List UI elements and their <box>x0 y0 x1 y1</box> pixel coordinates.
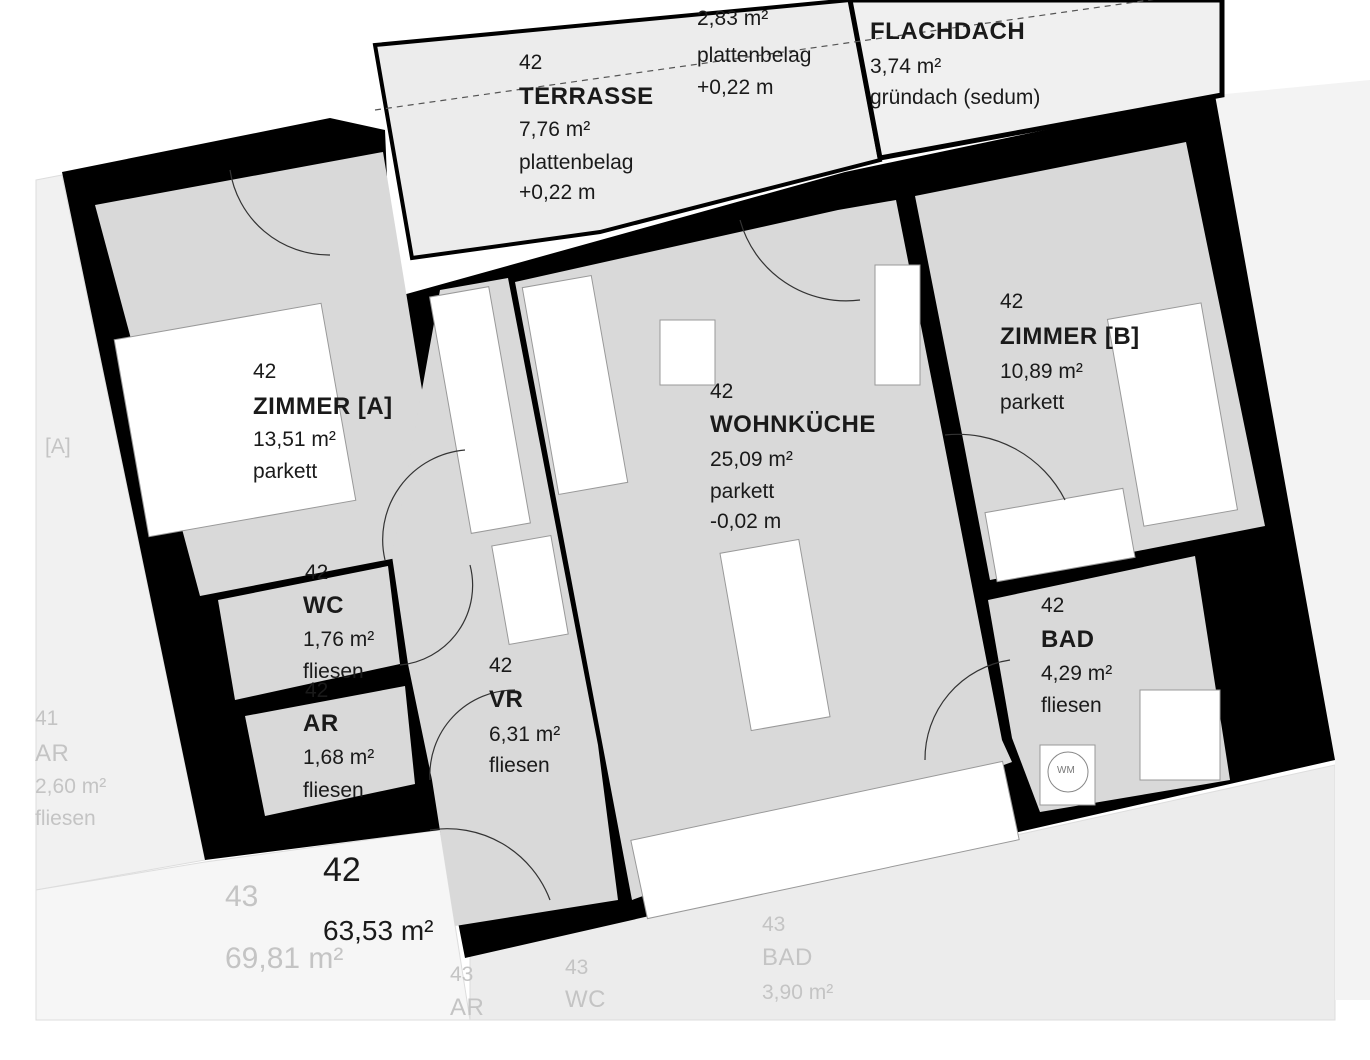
neighbor-label: AR <box>450 994 485 1021</box>
neighbor-unit-number: 43 <box>225 880 259 913</box>
neighbor-right-strip <box>1215 80 1370 1000</box>
ar-area: 1,68 m² <box>303 746 375 769</box>
neighbor-label: 43 <box>762 913 786 936</box>
neighbor-label: 41 <box>35 707 59 730</box>
terrasse-area: 7,76 m² <box>519 118 591 141</box>
neighbor-label: 2,60 m² <box>35 775 107 798</box>
neighbor-label: WC <box>565 986 606 1013</box>
neighbor-unit-area: 69,81 m² <box>225 942 344 975</box>
washing-machine-label: WM <box>1057 765 1075 776</box>
zimmer-b-name: ZIMMER [B] <box>1000 323 1140 350</box>
wohnkueche-name: WOHNKÜCHE <box>710 411 876 438</box>
wohnkueche-level: -0,02 m <box>710 510 782 533</box>
bad-number: 42 <box>1041 594 1065 617</box>
room-ar <box>245 686 415 816</box>
bad-area: 4,29 m² <box>1041 662 1113 685</box>
terrasse-number: 42 <box>519 51 543 74</box>
zimmer-b-number: 42 <box>1000 290 1024 313</box>
terrasse-floor: plattenbelag <box>519 151 634 174</box>
terrasse-level: +0,22 m <box>519 181 596 204</box>
zimmer-a-floor: parkett <box>253 460 318 483</box>
washing-machine-symbol <box>1047 751 1089 793</box>
zimmer-a-area: 13,51 m² <box>253 428 336 451</box>
unit-total-area: 63,53 m² <box>323 915 434 946</box>
ar-name: AR <box>303 710 339 737</box>
vr-number: 42 <box>489 654 513 677</box>
zimmer-b-area: 10,89 m² <box>1000 360 1083 383</box>
vr-floor: fliesen <box>489 754 550 777</box>
bad-name: BAD <box>1041 626 1095 653</box>
bad-floor: fliesen <box>1041 694 1102 717</box>
wc-number: 42 <box>305 561 329 584</box>
balkon-area: 2,83 m² <box>697 7 769 30</box>
wc-floor: fliesen <box>303 660 364 683</box>
neighbor-bottom-right <box>469 764 1336 1021</box>
furniture <box>113 264 1239 920</box>
neighbor-label: BAD <box>762 944 813 971</box>
neighbor-label: fliesen <box>35 807 96 830</box>
flachdach-floor: gründach (sedum) <box>870 86 1041 109</box>
neighbor-label: 43 <box>565 956 589 979</box>
neighbor-label: 3,90 m² <box>762 981 834 1004</box>
neighbor-label: AR <box>35 740 70 767</box>
wohnkueche-floor: parkett <box>710 480 775 503</box>
balkon-floor: plattenbelag <box>697 44 812 67</box>
door-swings <box>229 169 1066 901</box>
neighbor-label: 43 <box>450 963 474 986</box>
vr-area: 6,31 m² <box>489 723 561 746</box>
flachdach-area <box>847 0 1225 161</box>
flachdach-area: 3,74 m² <box>870 55 942 78</box>
room-wc <box>218 566 400 700</box>
zimmer-b-floor: parkett <box>1000 391 1065 414</box>
wc-area: 1,76 m² <box>303 628 375 651</box>
wohnkueche-number: 42 <box>710 380 734 403</box>
neighbor-label: [A] <box>45 435 71 458</box>
wc-name: WC <box>303 592 344 619</box>
vr-name: VR <box>489 686 524 713</box>
zimmer-a-name: ZIMMER [A] <box>253 393 393 420</box>
terrasse-name: TERRASSE <box>519 83 654 110</box>
ar-floor: fliesen <box>303 779 364 802</box>
balkon-level: +0,22 m <box>697 76 774 99</box>
terrasse-area <box>372 0 883 261</box>
ar-number: 42 <box>305 679 329 702</box>
wohnkueche-area: 25,09 m² <box>710 448 793 471</box>
zimmer-a-number: 42 <box>253 360 277 383</box>
unit-number: 42 <box>323 851 361 889</box>
flachdach-name: FLACHDACH <box>870 18 1026 45</box>
